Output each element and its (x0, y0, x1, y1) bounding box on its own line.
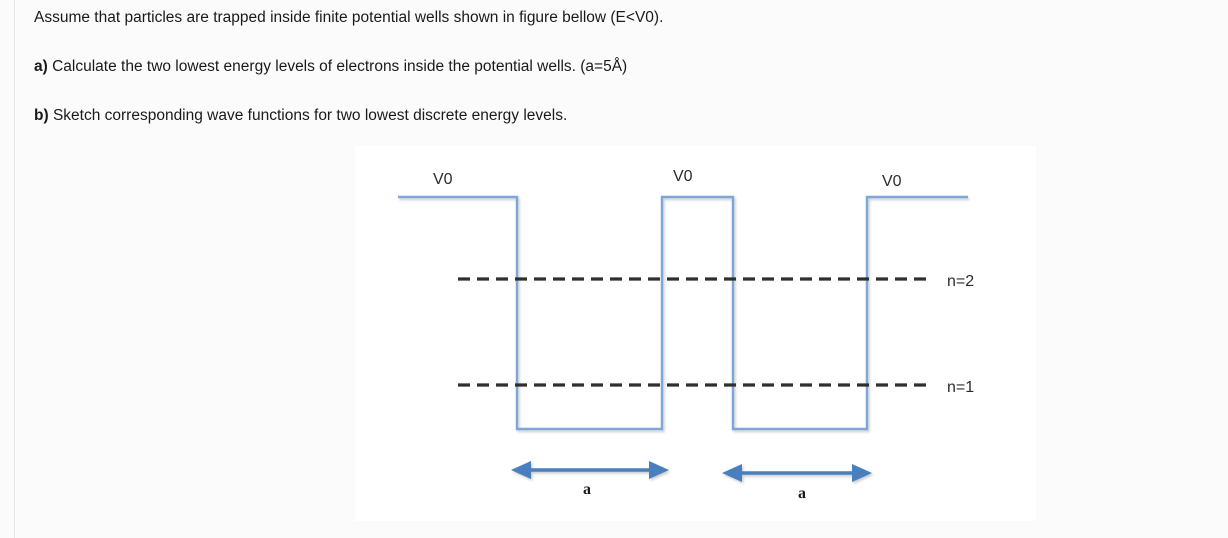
part-a-text: Calculate the two lowest energy levels o… (47, 58, 628, 75)
arrow-head-right-2 (852, 464, 872, 482)
question-part-a: a) Calculate the two lowest energy level… (34, 57, 627, 78)
width-label-a-1: a (583, 481, 591, 498)
part-a-prefix: a) (34, 58, 48, 75)
part-b-prefix: b) (34, 107, 49, 124)
potential-well-diagram: V0 V0 V0 n=2 n=1 a a (398, 168, 974, 502)
arrow-head-right-1 (649, 461, 669, 479)
potential-well-figure-card: V0 V0 V0 n=2 n=1 a a (355, 146, 1036, 521)
potential-well-outline (398, 195, 968, 431)
arrow-head-left-1 (511, 461, 531, 479)
barrier-label-v0-right: V0 (882, 173, 902, 190)
barrier-label-v0-left: V0 (433, 171, 453, 188)
question-part-b: b) Sketch corresponding wave functions f… (34, 106, 567, 127)
width-label-a-2: a (798, 485, 806, 502)
arrow-head-left-2 (722, 464, 742, 482)
energy-level-label-n2: n=2 (947, 273, 974, 290)
width-arrow-1 (511, 461, 669, 479)
potential-profile (398, 195, 968, 431)
energy-level-label-n1: n=1 (947, 379, 974, 396)
width-arrow-2 (722, 464, 872, 482)
barrier-label-v0-middle: V0 (673, 168, 693, 185)
left-margin-rule (14, 0, 15, 538)
question-intro-text: Assume that particles are trapped inside… (34, 9, 664, 26)
part-b-text: Sketch corresponding wave functions for … (48, 107, 568, 124)
